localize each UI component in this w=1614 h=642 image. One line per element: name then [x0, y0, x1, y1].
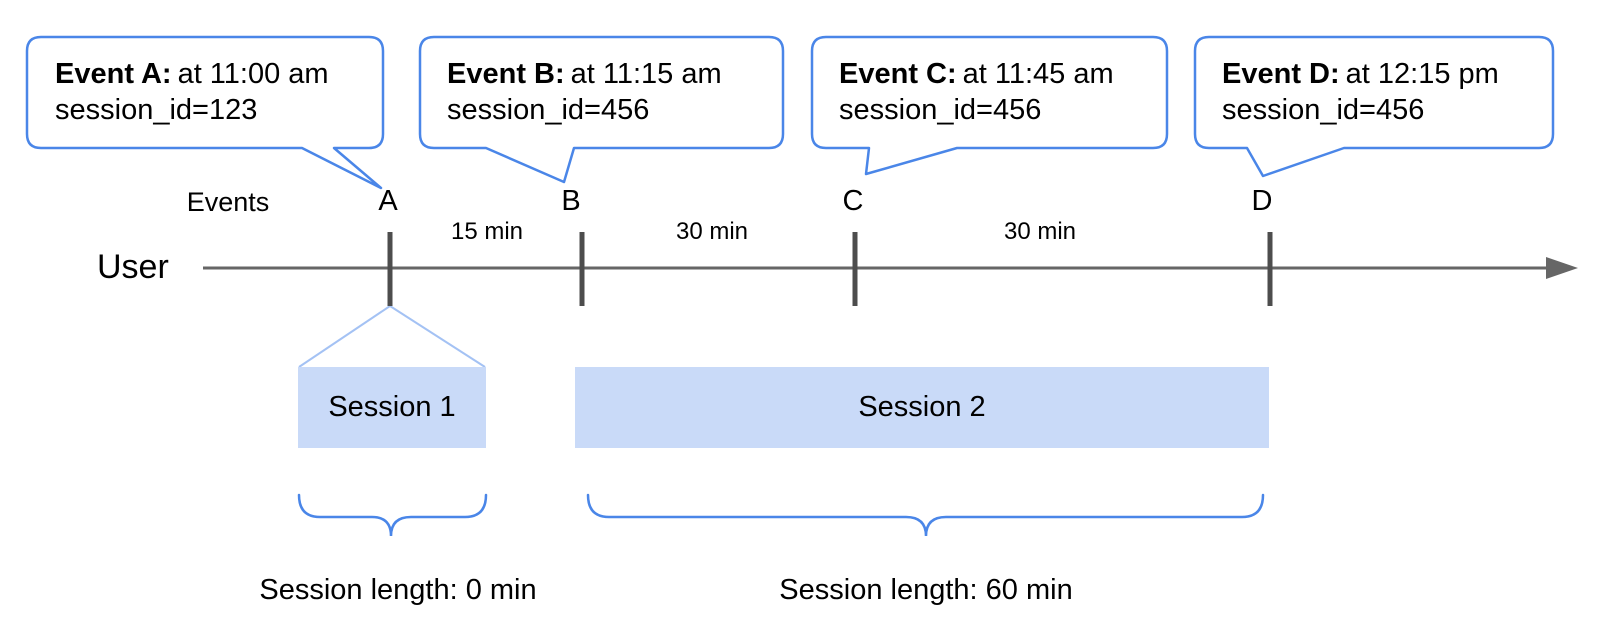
interval-a-b-label: 15 min	[450, 218, 524, 245]
session-1-brace	[297, 493, 488, 537]
callout-event-b-bubble	[418, 35, 785, 184]
session-1-funnel-right-line	[389, 305, 486, 368]
callout-event-b-time: at 11:15 am	[570, 58, 722, 90]
interval-b-c-label: 30 min	[675, 218, 749, 245]
session-1-length-label: Session length: 0 min	[259, 574, 537, 606]
callout-event-d-text: Event D:at 12:15 pm session_id=456	[1222, 56, 1499, 128]
callout-event-b-text: Event B:at 11:15 am session_id=456	[447, 56, 722, 128]
callout-event-c-title: Event C:	[839, 58, 957, 90]
session-1-label: Session 1	[328, 391, 456, 423]
callout-event-a-session-id: session_id=123	[55, 94, 258, 126]
session-1-funnel-left-line	[298, 305, 391, 368]
callout-event-a-text: Event A:at 11:00 am session_id=123	[55, 56, 329, 128]
event-a-letter: A	[378, 185, 398, 217]
callout-event-c-time: at 11:45 am	[962, 58, 1114, 90]
callout-event-d-session-id: session_id=456	[1222, 94, 1425, 126]
session-1-box: Session 1	[298, 367, 486, 448]
callout-event-b-session-id: session_id=456	[447, 94, 650, 126]
callout-event-c-line1: Event C:at 11:45 am	[839, 56, 1114, 92]
callout-event-b-line1: Event B:at 11:15 am	[447, 56, 722, 92]
event-b-letter: B	[561, 185, 581, 217]
callout-event-c-text: Event C:at 11:45 am session_id=456	[839, 56, 1114, 128]
callout-event-d-line1: Event D:at 12:15 pm	[1222, 56, 1499, 92]
callout-event-c-bubble	[810, 35, 1169, 176]
callout-event-c-session-id: session_id=456	[839, 94, 1042, 126]
session-2-length-label: Session length: 60 min	[779, 574, 1073, 606]
callout-event-a-time: at 11:00 am	[177, 58, 329, 90]
user-axis-label: User	[97, 248, 169, 286]
event-c-letter: C	[842, 185, 864, 217]
callout-event-d-bubble	[1193, 35, 1555, 178]
event-d-letter: D	[1251, 185, 1273, 217]
callout-event-a-line1: Event A:at 11:00 am	[55, 56, 329, 92]
session-2-box: Session 2	[575, 367, 1269, 448]
interval-c-d-label: 30 min	[1003, 218, 1077, 245]
callout-event-a-bubble	[25, 35, 385, 190]
callout-event-a-title: Event A:	[55, 58, 172, 90]
events-row-label: Events	[186, 187, 270, 217]
callout-event-b-title: Event B:	[447, 58, 565, 90]
session-2-label: Session 2	[858, 391, 986, 423]
session-2-brace	[586, 493, 1265, 537]
timeline-arrowhead-icon	[1546, 257, 1578, 279]
callout-event-d-title: Event D:	[1222, 58, 1340, 90]
callout-event-d-time: at 12:15 pm	[1345, 58, 1499, 90]
